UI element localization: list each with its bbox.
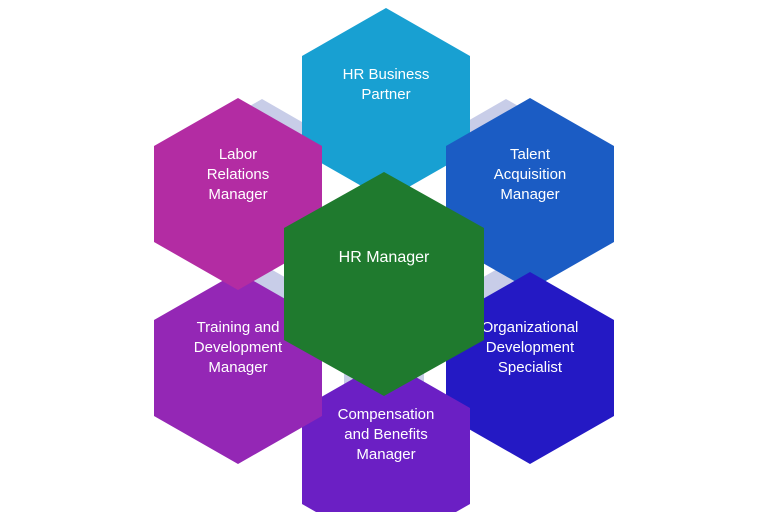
hexagon-shape-training-and-development-manager[interactable] bbox=[154, 272, 322, 464]
hexagon-shape-compensation-and-benefits-manager[interactable] bbox=[302, 360, 470, 512]
hexagon-shape-organizational-development-specialist[interactable] bbox=[446, 272, 614, 464]
hexagon-shape-hr-manager[interactable] bbox=[284, 172, 484, 396]
hexagon-shape-labor-relations-manager[interactable] bbox=[154, 98, 322, 290]
hexagon-shape-talent-acquisition-manager[interactable] bbox=[446, 98, 614, 290]
hexagon-shape-hr-business-partner[interactable] bbox=[302, 8, 470, 200]
node-hr-business-partner[interactable]: HR Business Partner bbox=[302, 8, 470, 200]
